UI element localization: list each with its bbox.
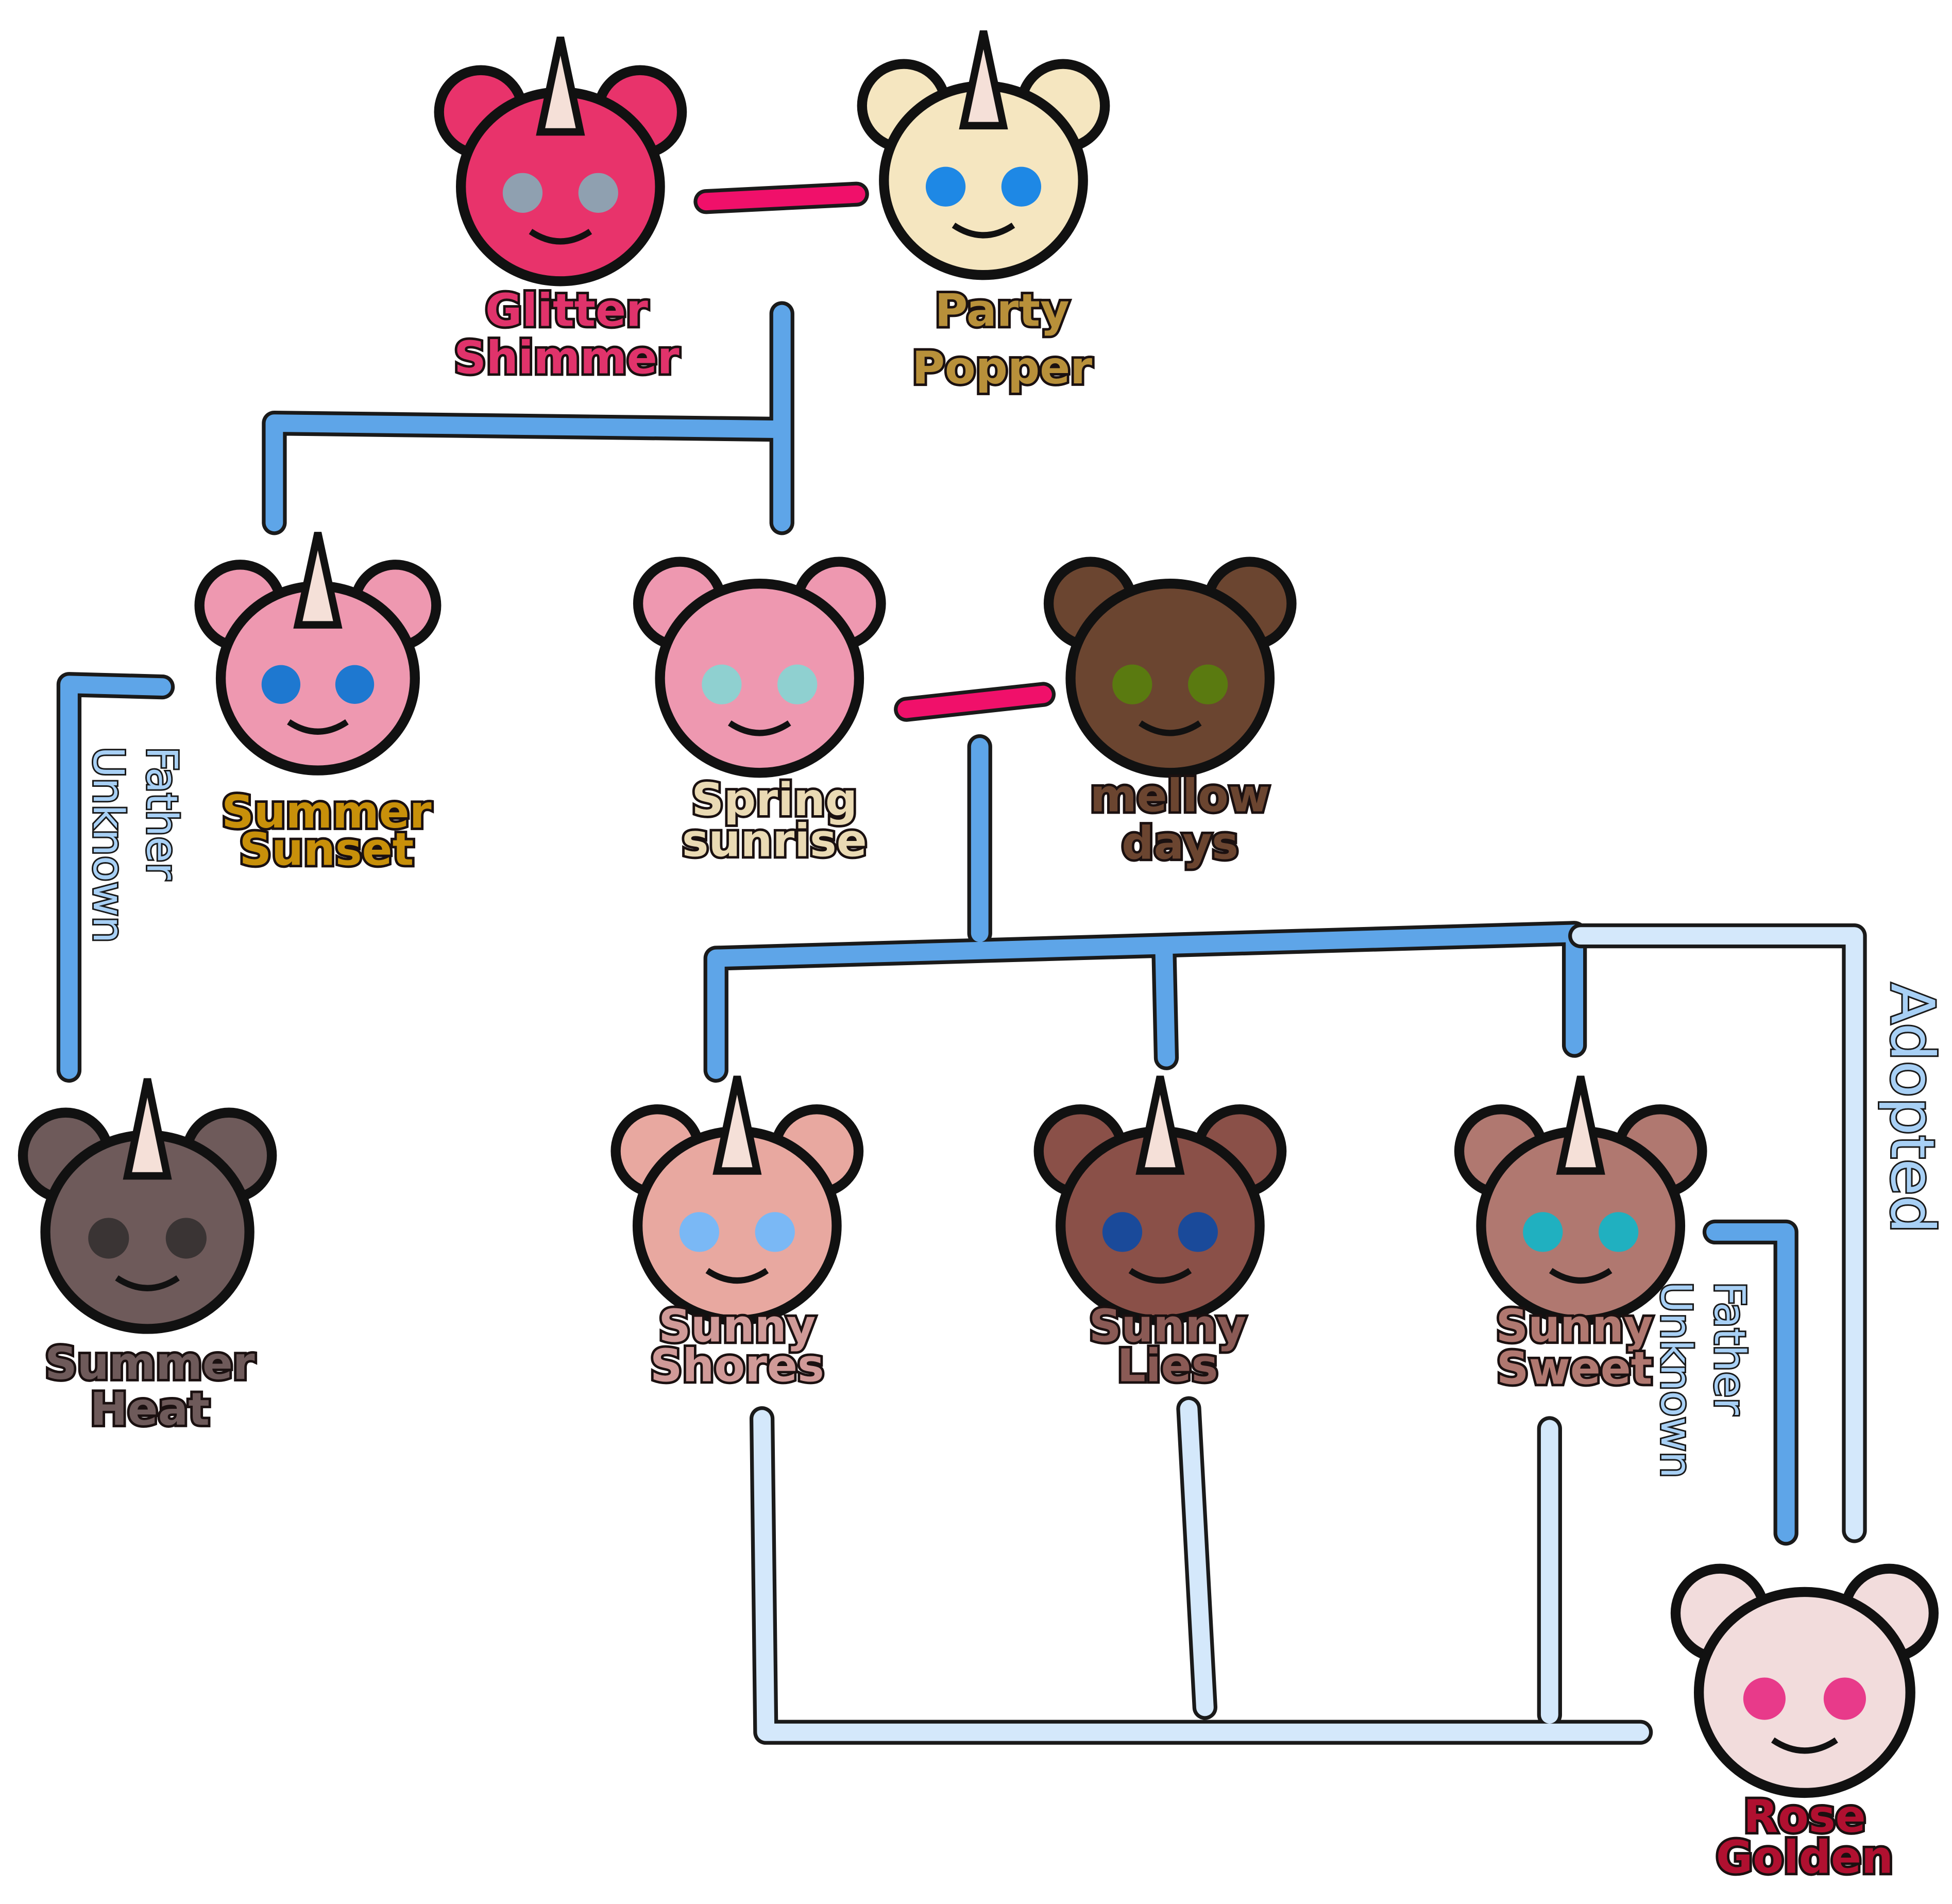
- pony-head-icon: [633, 557, 886, 778]
- member-name-line1: Sunny: [1089, 1300, 1246, 1352]
- member-name-line2: Sunset: [240, 823, 414, 875]
- member-name-line1: Spring: [691, 773, 857, 826]
- member-name-line2: Golden: [1716, 1831, 1893, 1884]
- member-name-line1: Summer: [45, 1337, 255, 1390]
- member-name-line2: Shores: [650, 1340, 824, 1392]
- member-name-line2: Popper: [912, 342, 1092, 394]
- adopted-connector: [749, 923, 1867, 1745]
- horn-icon: [293, 532, 343, 629]
- horn-icon: [1135, 1075, 1185, 1175]
- pony-head-icon: [194, 560, 442, 776]
- partner-link-2: [894, 682, 1056, 722]
- member-name-line1: Rose: [1743, 1790, 1865, 1843]
- member-name-line1: Glitter: [485, 284, 648, 337]
- horn-icon: [536, 36, 585, 136]
- pony-head-icon: [434, 65, 687, 287]
- member-name-line1: Sunny: [1496, 1300, 1653, 1352]
- member-name-line2: Shimmer: [454, 332, 679, 384]
- pony-head-icon: [857, 59, 1110, 280]
- adopted-label: Adopted: [1877, 983, 1947, 1234]
- member-name-line2: Lies: [1117, 1340, 1218, 1392]
- member-name-line1: Summer: [222, 786, 432, 838]
- unknown-father-connector-2: [1702, 1219, 1798, 1546]
- member-name-line2: Heat: [90, 1383, 210, 1436]
- member-name-line1: Sunny: [658, 1300, 816, 1352]
- pony-head-icon: [1454, 1104, 1707, 1326]
- parent-connector-1: [262, 301, 794, 535]
- partner-link-1: [693, 181, 869, 214]
- member-name-line2: Sweet: [1497, 1342, 1652, 1395]
- horn-icon: [123, 1078, 172, 1180]
- unknown-father-label-1-word1: Unknown: [83, 747, 132, 943]
- horn-icon: [1556, 1075, 1605, 1175]
- member-name-line2: days: [1122, 817, 1238, 869]
- pony-head-icon: [610, 1104, 864, 1326]
- unknown-father-label-2-word2: Father: [1705, 1282, 1754, 1415]
- horn-icon: [959, 30, 1008, 130]
- unknown-father-label-2-word1: Unknown: [1651, 1282, 1700, 1478]
- pony-head-icon: [1033, 1104, 1287, 1326]
- member-name-line2: sunrise: [682, 815, 867, 867]
- pony-head-icon: [18, 1107, 277, 1334]
- unknown-father-connector-1: [56, 672, 175, 1083]
- member-name-line1: mellow: [1090, 770, 1270, 822]
- pony-head-icon: [1670, 1563, 1939, 1798]
- unknown-father-label-1-word2: Father: [137, 747, 186, 880]
- pony-head-icon: [1043, 557, 1297, 778]
- horn-icon: [712, 1075, 762, 1175]
- parent-connector-2: [703, 734, 1587, 1083]
- member-name-line1: Party: [935, 284, 1070, 337]
